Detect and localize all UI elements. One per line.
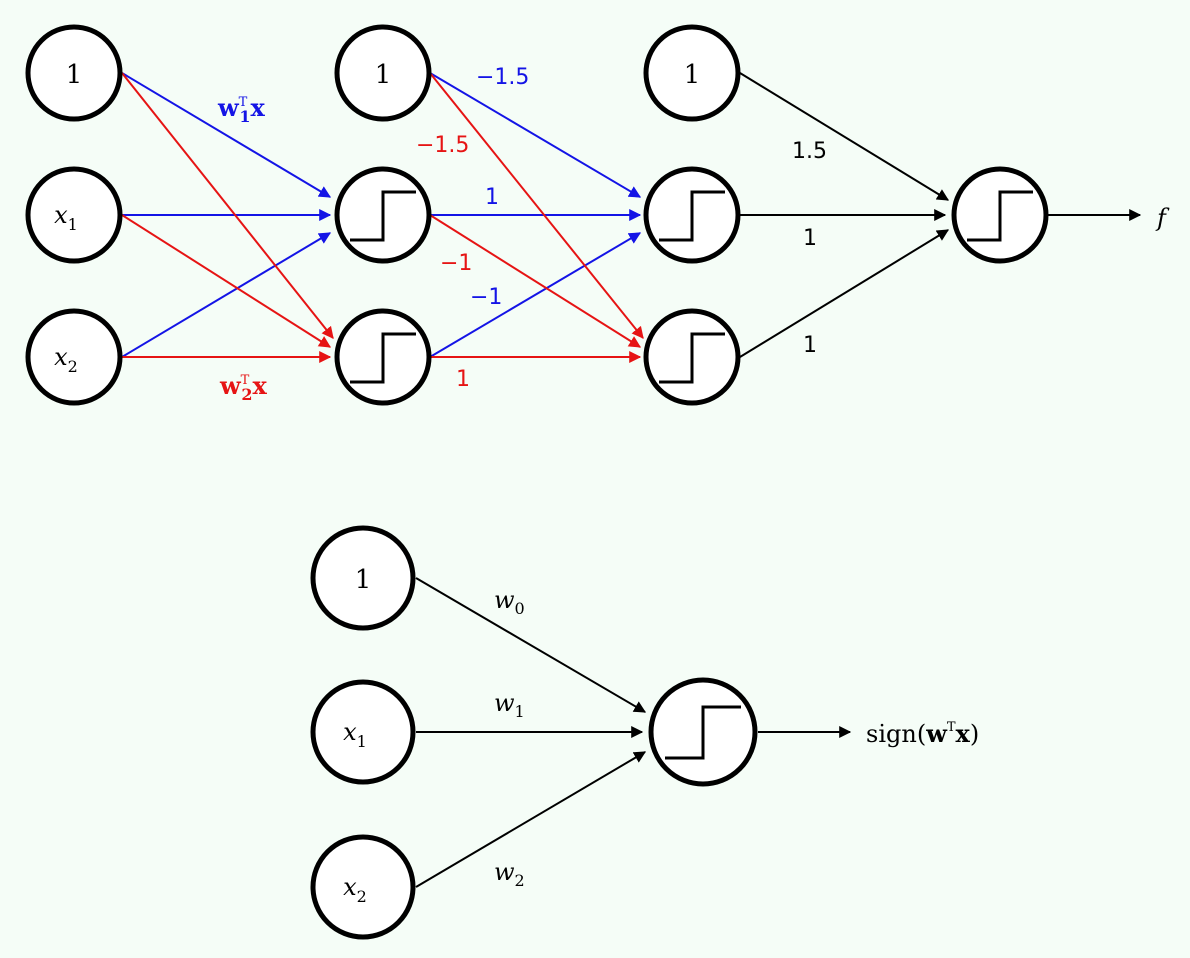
node-x2 (25, 308, 123, 406)
label-blue-from-top: 1 (485, 185, 499, 210)
label-output-f: f (1155, 204, 1170, 232)
bottom-weight-labels: w0 w1 w2 sign(wTx) (494, 586, 979, 890)
node-bottom-x2 (310, 834, 416, 940)
node-bottom-bias (310, 525, 416, 631)
top-nodes: 1 x1 x2 1 1 (25, 24, 1049, 406)
node-bottom-x1 (310, 679, 416, 785)
bottom-edges (415, 577, 852, 888)
edge-h2-g1 (429, 232, 642, 358)
edge-x2-h1 (121, 232, 332, 358)
label-w1: w1 (494, 689, 525, 721)
edge-g2-out (739, 229, 950, 358)
label-red-from-bottom: 1 (456, 367, 470, 392)
node-bias-hidden2 (643, 24, 741, 122)
step-icon (659, 190, 725, 242)
top-edges (121, 72, 1142, 363)
label-out-top: 1 (803, 226, 817, 251)
edge-b2-out (739, 72, 950, 201)
node-x1-label: x1 (54, 201, 78, 234)
step-icon (659, 332, 725, 384)
step-icon (665, 705, 741, 760)
label-blue-bias: −1.5 (476, 65, 529, 90)
label-out-bias: 1.5 (792, 139, 827, 164)
label-blue-from-bottom: −1 (470, 285, 502, 310)
label-out-bottom: 1 (803, 333, 817, 358)
label-red-bias: −1.5 (416, 133, 469, 158)
node-bias-input-label: 1 (66, 60, 83, 90)
edge-in1-h1 (121, 72, 332, 198)
node-x2-label: x2 (54, 343, 78, 376)
edge-b1-g2 (429, 72, 644, 339)
label-w2: w2 (494, 858, 525, 890)
edge-in1-h2 (121, 72, 334, 339)
node-bottom-x1-label: x1 (343, 718, 367, 751)
edge-bias-perceptron (415, 577, 647, 713)
node-x1 (25, 166, 123, 264)
node-bias-hidden1-label: 1 (375, 60, 392, 90)
node-bottom-bias-label: 1 (355, 565, 372, 595)
edge-h1-g2 (429, 214, 642, 348)
node-bias-input (25, 24, 123, 122)
bottom-nodes: 1 x1 x2 (310, 525, 758, 940)
step-icon (350, 332, 416, 384)
label-w0: w0 (494, 586, 525, 618)
edge-b1-g1 (429, 72, 642, 198)
node-bias-hidden2-label: 1 (684, 60, 701, 90)
label-red-from-top: −1 (440, 251, 472, 276)
label-sign-output: sign(wTx) (866, 719, 979, 748)
edge-x1-h2 (121, 214, 332, 348)
step-icon (350, 190, 416, 242)
step-icon (967, 190, 1033, 242)
edge-x2-perceptron (415, 751, 647, 888)
node-bias-hidden1 (334, 24, 432, 122)
node-bottom-x2-label: x2 (343, 873, 367, 906)
